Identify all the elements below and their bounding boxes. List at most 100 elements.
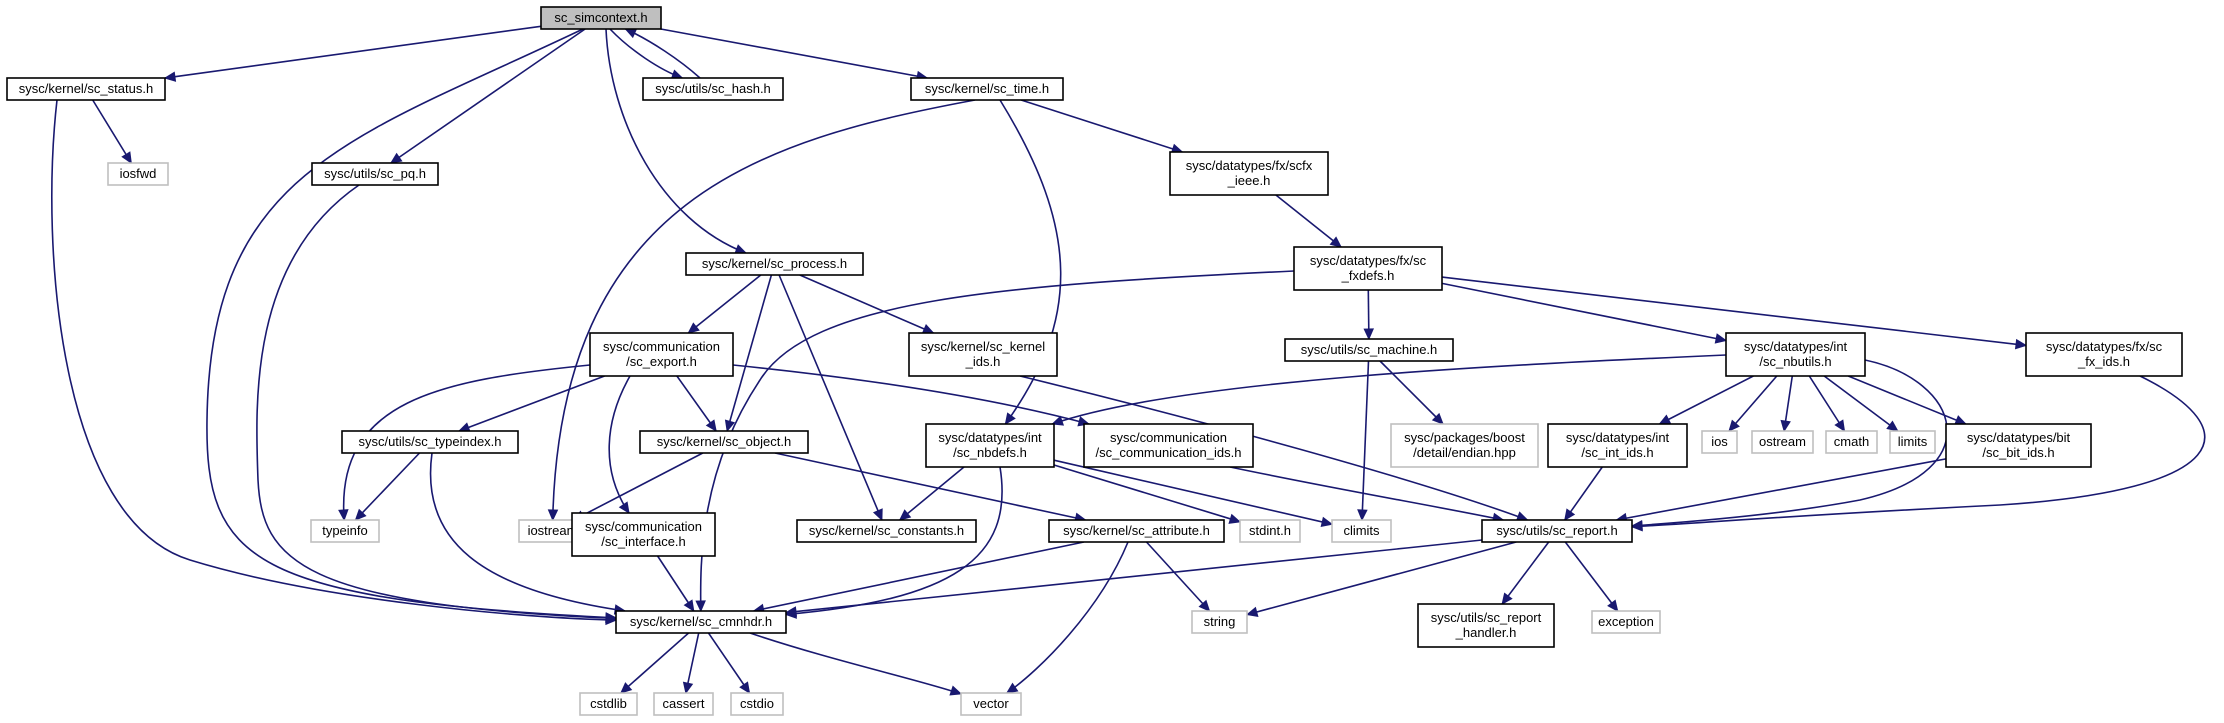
node-sc-time[interactable]: sysc/kernel/sc_time.h [910,77,1064,101]
node-sc-pq[interactable]: sysc/utils/sc_pq.h [311,162,439,186]
node-box [1945,423,2092,468]
node-sc-int-ids[interactable]: sysc/datatypes/int/sc_int_ids.h [1547,423,1688,468]
edge-line [1019,375,1528,521]
edge-sc_process-to-sc_constants [778,274,883,522]
node-label: sysc/kernel/sc_status.h [19,81,153,96]
edge-arrowhead [547,509,559,522]
edge-sc_nbutils-to-sc_report [1630,359,1948,531]
node-label: _handler.h [1455,625,1517,640]
node-sc-object[interactable]: sysc/kernel/sc_object.h [639,430,809,454]
node-sc-machine[interactable]: sysc/utils/sc_machine.h [1284,338,1454,362]
node-box [579,692,638,716]
edge-line [676,375,717,432]
node-sc-process[interactable]: sysc/kernel/sc_process.h [685,252,864,276]
edge-arrowhead [1005,682,1019,694]
node-box [6,77,166,101]
edge-line [1631,359,1948,527]
node-sc-fx-ids[interactable]: sysc/datatypes/fx/sc_fx_ids.h [2025,332,2183,377]
node-sc-nbdefs[interactable]: sysc/datatypes/int/sc_nbdefs.h [925,423,1055,468]
node-box [1331,519,1392,543]
node-label: ios [1711,434,1728,449]
node-box [730,692,784,716]
node-label: /sc_export.h [626,354,697,369]
node-label: sysc/datatypes/fx/sc [1310,253,1427,268]
edge-line [1229,466,1504,521]
node-label: /detail/endian.hpp [1413,445,1516,460]
edge-line [999,99,1062,425]
node-string: string [1191,610,1248,634]
node-sc-kernel-ids[interactable]: sysc/kernel/sc_kernel_ids.h [908,332,1058,377]
edge-line [785,466,1003,616]
edge-sc_hash-to-sc_simcontext [624,28,701,79]
node-scfx-ieee[interactable]: sysc/datatypes/fx/scfx_ieee.h [1169,151,1329,196]
edge-sc_cmnhdr-to-cstdlib [619,632,690,694]
edge-arrowhead [1363,328,1375,341]
edge-line [609,28,683,79]
node-sc-bit-ids[interactable]: sysc/datatypes/bit/sc_bit_ids.h [1945,423,2092,468]
edge-sc_nbdefs-to-climits [1053,459,1334,527]
edge-arrowhead [1004,412,1016,425]
edge-line [1145,541,1211,612]
node-label: sysc/kernel/sc_time.h [925,81,1049,96]
node-box [1417,603,1555,648]
node-sc-fxdefs[interactable]: sysc/datatypes/fx/sc_fxdefs.h [1293,246,1443,291]
edge-sc_simcontext-to-sc_time [660,28,929,82]
edge-sc_cmnhdr-to-vector [749,632,963,696]
node-box [1751,430,1814,454]
node-sc-hash[interactable]: sysc/utils/sc_hash.h [642,77,784,101]
node-sc-simcontext[interactable]: sc_simcontext.h [540,6,662,30]
edge-arrowhead [1780,419,1791,433]
node-sc-nbutils[interactable]: sysc/datatypes/int/sc_nbutils.h [1725,332,1866,377]
edge-arrowhead [1198,599,1211,612]
edge-line [1053,464,1241,523]
node-label: sysc/utils/sc_report.h [1496,523,1617,538]
edge-arrowhead [921,323,935,334]
node-climits: climits [1331,519,1392,543]
node-label: sysc/kernel/sc_attribute.h [1063,523,1210,538]
node-label: sysc/utils/sc_machine.h [1301,342,1438,357]
node-sc-export[interactable]: sysc/communication/sc_export.h [589,332,734,377]
edge-sc_nbdefs-to-stdint [1053,464,1242,524]
node-label: /sc_int_ids.h [1581,445,1653,460]
edge-arrowhead [1501,592,1513,605]
edge-line [1564,541,1619,612]
edge-sc_fxdefs-to-sc_machine [1363,289,1375,341]
node-box [1239,519,1301,543]
edge-line [1808,375,1846,432]
node-sc-communication-ids[interactable]: sysc/communication/sc_communication_ids.… [1083,423,1254,468]
node-sc-report[interactable]: sysc/utils/sc_report.h [1481,519,1633,543]
node-label: sysc/utils/sc_pq.h [324,166,426,181]
edge-line [749,632,962,695]
node-label: sysc/kernel/sc_object.h [657,434,791,449]
edge-arrowhead [705,419,717,432]
node-sc-interface[interactable]: sysc/communication/sc_interface.h [571,512,716,557]
edge-line [799,274,934,334]
edge-line [1053,459,1333,525]
node-sc-status[interactable]: sysc/kernel/sc_status.h [6,77,166,101]
edge-arrowhead [619,682,633,694]
edge-arrowhead [338,509,349,522]
edge-sc_interface-to-sc_cmnhdr [656,555,695,613]
node-sc-constants[interactable]: sysc/kernel/sc_constants.h [796,519,977,543]
edge-sc_report-to-sc_cmnhdr [784,539,1483,617]
edge-sc_time-to-iostream [547,99,976,522]
node-sc-cmnhdr[interactable]: sysc/kernel/sc_cmnhdr.h [615,610,787,634]
edge-line [1246,541,1517,616]
edge-sc_machine-to-endian [1379,360,1444,425]
node-sc-typeindex[interactable]: sysc/utils/sc_typeindex.h [341,430,519,454]
edge-arrowhead [1320,516,1334,527]
node-box [1169,151,1329,196]
node-label: cmath [1834,434,1869,449]
edge-arrowhead [1431,412,1444,425]
edge-line [753,541,1085,612]
node-sc-report-handler[interactable]: sysc/utils/sc_report_handler.h [1417,603,1555,648]
edge-arrowhead [683,599,695,613]
edge-line [1847,375,1967,425]
edge-sc_process-to-sc_export [687,274,762,334]
node-sc-attribute[interactable]: sysc/kernel/sc_attribute.h [1048,519,1225,543]
node-box [2025,332,2183,377]
node-label: cstdlib [590,696,627,711]
node-label: sysc/kernel/sc_kernel [921,339,1045,354]
node-box [796,519,977,543]
